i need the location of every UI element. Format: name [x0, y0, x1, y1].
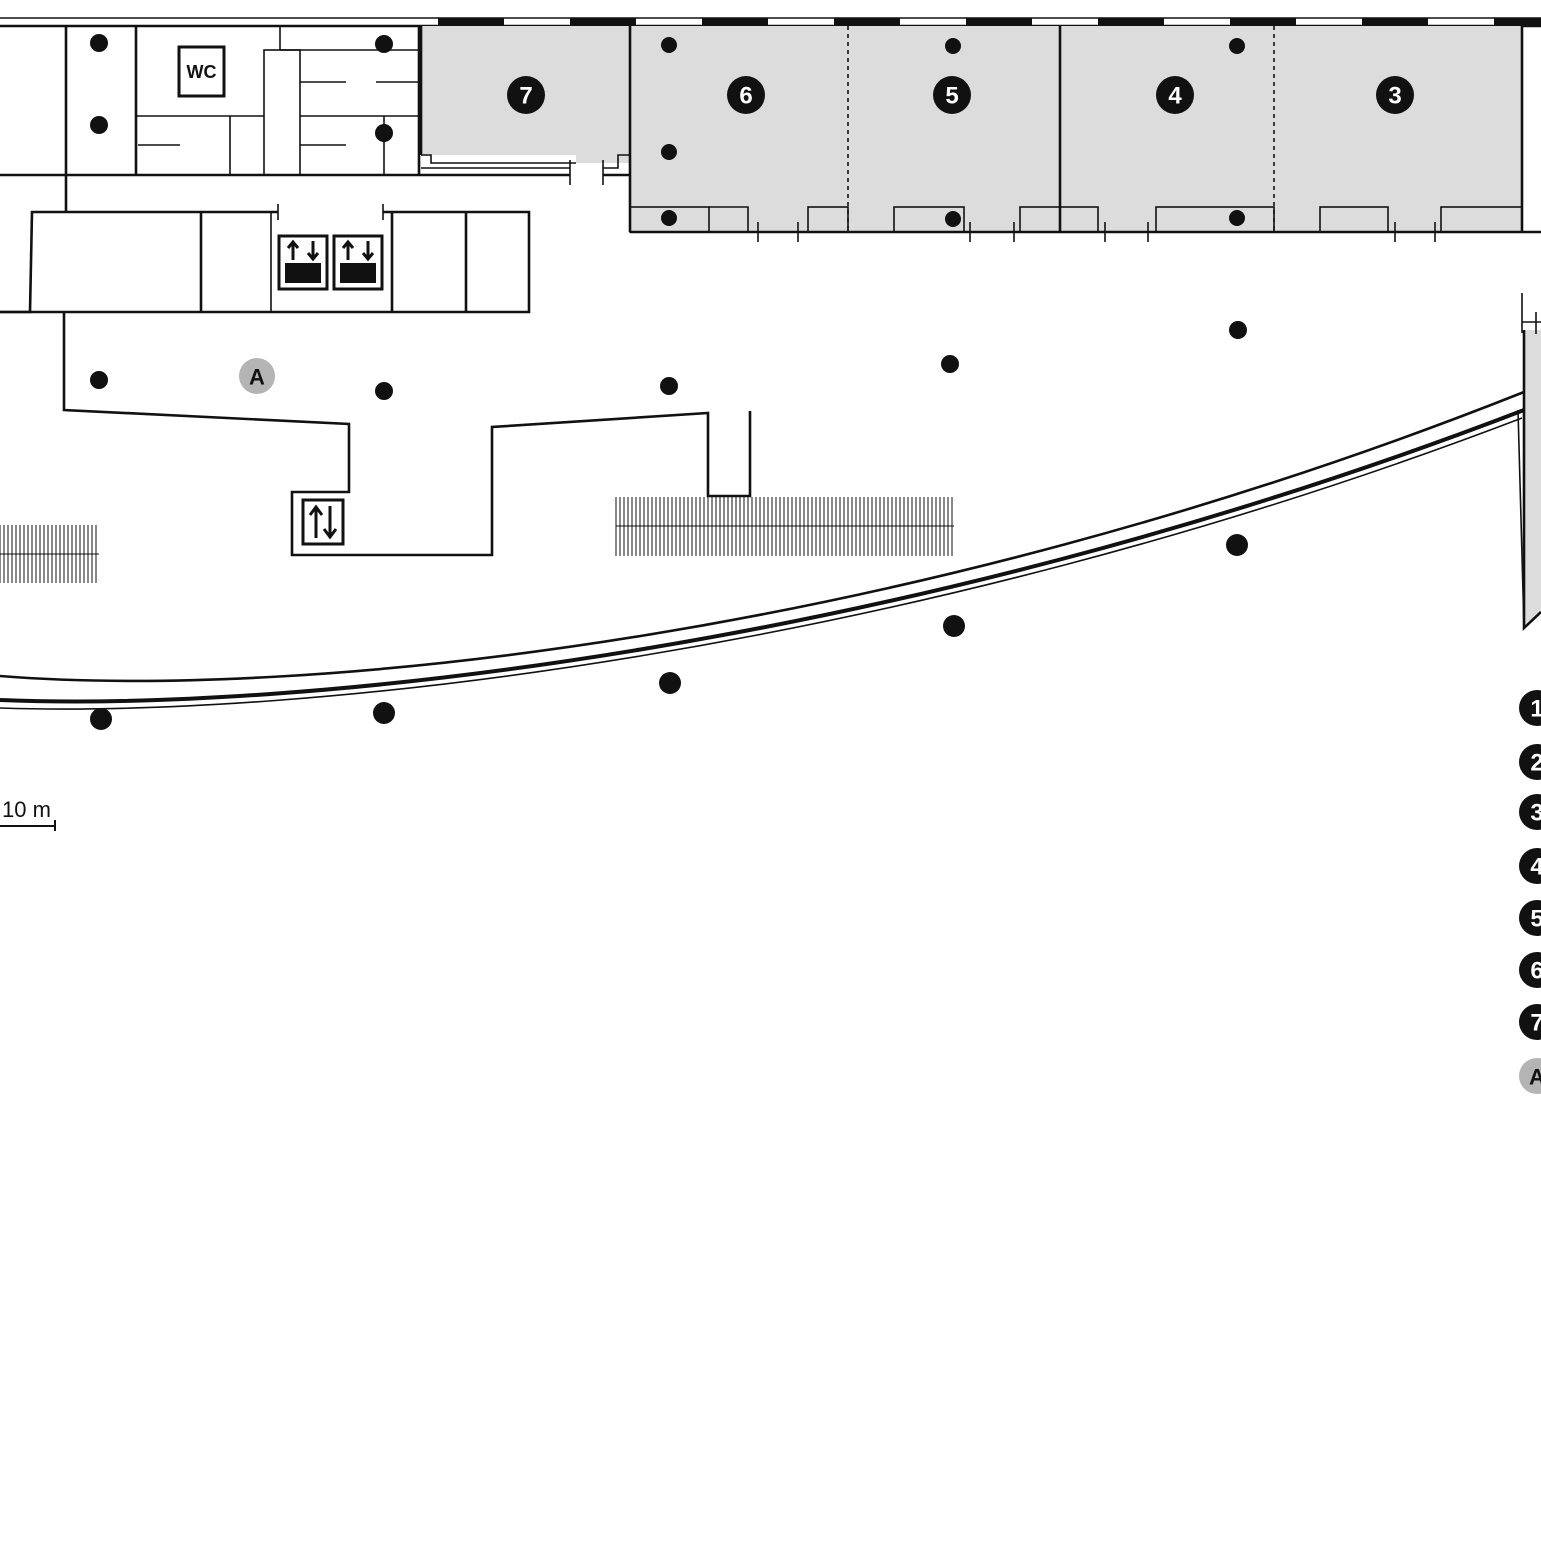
column	[945, 38, 961, 54]
scale-label: 10 m	[2, 797, 51, 822]
legend-item-3: 3	[1519, 794, 1541, 830]
room-number-7: 7	[519, 83, 532, 110]
legend: 1 2 3 4 5 6 7 A	[1519, 690, 1541, 1094]
legend-label: 3	[1530, 800, 1541, 827]
column	[943, 615, 965, 637]
legend-item-2: 2	[1519, 744, 1541, 780]
room-badge-6[interactable]: 6	[727, 76, 765, 114]
column	[373, 702, 395, 724]
room-areas	[421, 26, 1541, 628]
column	[1226, 534, 1248, 556]
room-walls	[419, 26, 1541, 242]
columns	[90, 34, 1248, 730]
legend-item-5: 5	[1519, 900, 1541, 936]
room-badge-7[interactable]: 7	[507, 76, 545, 114]
column	[941, 355, 959, 373]
elevator-icon-left	[277, 234, 329, 291]
service-core	[0, 26, 421, 212]
room-badge-5[interactable]: 5	[933, 76, 971, 114]
wc-label: WC	[187, 62, 217, 82]
column	[945, 211, 961, 227]
room-number-3: 3	[1388, 83, 1401, 110]
stairs-icon	[301, 498, 345, 546]
legend-label: 6	[1530, 958, 1541, 985]
column	[1229, 321, 1247, 339]
column	[661, 144, 677, 160]
stair-run-left	[0, 525, 99, 583]
column	[661, 210, 677, 226]
column	[90, 708, 112, 730]
hall-outline	[62, 293, 1541, 557]
column	[375, 35, 393, 53]
scale-bar: 10 m	[0, 797, 56, 831]
facade-strip	[0, 17, 1541, 28]
column	[1229, 210, 1245, 226]
column	[375, 382, 393, 400]
area-marker-a[interactable]: A	[239, 358, 275, 394]
room-number-6: 6	[739, 83, 752, 110]
legend-item-1: 1	[1519, 690, 1541, 726]
room-badge-3[interactable]: 3	[1376, 76, 1414, 114]
legend-item-6: 6	[1519, 952, 1541, 988]
stair-run-middle	[615, 497, 954, 556]
legend-item-4: 4	[1519, 848, 1541, 884]
column	[661, 37, 677, 53]
legend-label: 2	[1530, 750, 1541, 777]
lift-block	[0, 204, 531, 314]
legend-label: A	[1529, 1065, 1541, 1090]
wc-sign: WC	[177, 45, 226, 98]
column	[660, 377, 678, 395]
legend-item-7: 7	[1519, 1004, 1541, 1040]
area-marker-label: A	[249, 365, 265, 390]
column	[659, 672, 681, 694]
curved-facade	[0, 330, 1541, 710]
column	[375, 124, 393, 142]
room-number-5: 5	[945, 83, 958, 110]
column	[1229, 38, 1245, 54]
legend-label: 7	[1530, 1010, 1541, 1037]
legend-item-a: A	[1519, 1058, 1541, 1094]
room-number-4: 4	[1168, 83, 1182, 110]
room-badge-4[interactable]: 4	[1156, 76, 1194, 114]
column	[90, 34, 108, 52]
elevator-icon-right	[332, 234, 384, 291]
legend-label: 4	[1530, 854, 1541, 881]
column	[90, 116, 108, 134]
column	[90, 371, 108, 389]
legend-label: 5	[1530, 906, 1541, 933]
legend-label: 1	[1530, 696, 1541, 723]
